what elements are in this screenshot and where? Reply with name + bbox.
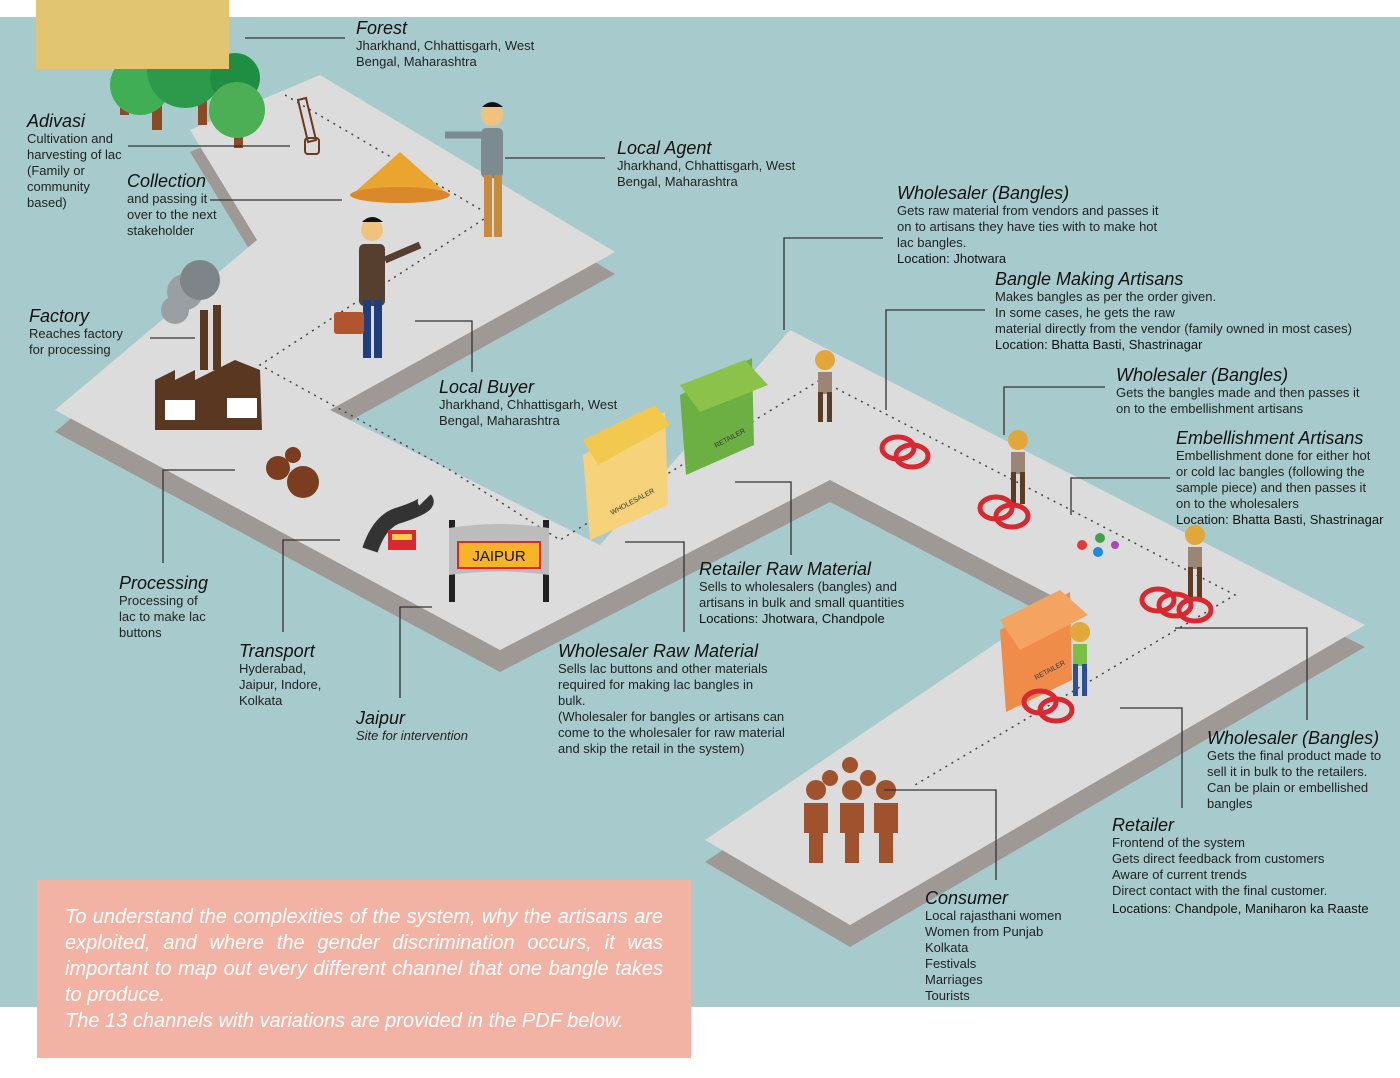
label-desc: Sells to wholesalers (bangles) and artis… [699,579,905,610]
label-title: Local Buyer [439,377,535,397]
label-desc: Gets raw material from vendors and passe… [897,203,1159,250]
bangles-icon [1021,688,1075,724]
saw-icon [296,96,320,155]
label-location: Locations: Jhotwara, Chandpole [699,611,885,626]
label-wholesaler-bangles-1: Wholesaler (Bangles)Gets raw material fr… [897,183,1159,267]
label-desc: Site for intervention [356,728,469,743]
artisan-figure-icon [1008,430,1028,504]
label-desc: Processing of lac to make lac buttons [119,593,206,640]
retailer-stall-2-icon [1000,590,1088,712]
label-title: Wholesaler Raw Material [558,641,759,661]
label-desc: Sells lac buttons and other materials re… [558,661,785,756]
label-title: Adivasi [27,111,86,131]
label-desc: Gets the bangles made and then passes it… [1116,385,1360,416]
bangles-icon [879,434,931,470]
factory-icon [155,260,262,430]
label-title: Processing [119,573,209,593]
bangles-icon [1139,586,1214,624]
label-desc: Jharkhand, Chhattisgarh, West Bengal, Ma… [439,397,618,428]
jaipur-gate-icon [449,520,549,602]
label-location: Location: Bhatta Basti, Shastrinagar [1176,512,1384,527]
consumers-group-icon [804,757,898,863]
label-desc: Gets the final product made to sell it i… [1207,748,1382,811]
label-wholesaler-bangles-2: Wholesaler (Bangles)Gets the bangles mad… [1116,365,1360,417]
label-desc: Local rajasthani women Women from Punjab… [925,908,1062,1003]
label-desc: and passing it over to the next stakehol… [127,191,217,238]
label-title: Retailer [1112,815,1175,835]
label-title: Wholesaler (Bangles) [1116,365,1289,385]
bangles-icon [977,494,1031,530]
note-pdf-text: The 13 channels with variations are prov… [65,1010,624,1032]
explanation-note: To understand the complexities of the sy… [37,880,691,1058]
artisan-figure-icon [815,350,835,422]
local-agent-figure-icon [445,102,503,237]
retailer-stall-icon [680,358,768,475]
label-desc: Jharkhand, Chhattisgarh, West Bengal, Ma… [617,158,796,189]
label-wholesaler-bangles-3: Wholesaler (Bangles)Gets the final produ… [1207,728,1381,812]
leader-lines [128,37,1308,880]
wholesaler-stall-icon [583,405,670,540]
zigzag-path [55,75,1365,925]
label-location: Location: Bhatta Basti, Shastrinagar [995,337,1203,352]
label-title: Jaipur [356,708,406,728]
label-title: Transport [239,641,315,661]
gears-icon [266,447,319,498]
label-title: Retailer Raw Material [699,559,872,579]
label-desc: Reaches factory for processing [29,326,123,357]
jaipur-gate-sign: JAIPUR [472,548,526,565]
local-buyer-figure-icon [334,217,422,358]
label-title: Embellishment Artisans [1176,428,1364,448]
gold-title-box [36,0,229,69]
label-title: Bangle Making Artisans [995,269,1184,289]
label-title: Local Agent [617,138,712,158]
label-desc: Cultivation and harvesting of lac (Famil… [27,131,122,210]
label-desc: Embellishment done for either hot or col… [1176,448,1371,511]
flow-dotted-line [258,94,1237,786]
label-desc: Jharkhand, Chhattisgarh, West Bengal, Ma… [356,38,535,69]
label-desc: Hyderabad, Jaipur, Indore, Kolkata [239,661,322,708]
label-title: Collection [127,171,207,191]
label-title: Forest [356,18,408,38]
label-location: Location: Jhotwara [897,251,1007,266]
label-title: Wholesaler (Bangles) [1207,728,1380,748]
retailer-figure-icon [1070,622,1090,696]
label-title: Factory [29,306,90,326]
transport-truck-icon [362,493,434,553]
artisan-figure-icon [1185,525,1205,599]
note-text: To understand the complexities of the sy… [65,906,663,1006]
label-title: Wholesaler (Bangles) [897,183,1070,203]
label-desc: Frontend of the system Gets direct feedb… [1112,835,1328,898]
embellishment-beads-icon [1077,533,1119,557]
label-title: Consumer [925,888,1009,908]
label-location: Locations: Chandpole, Maniharon ka Raast… [1112,901,1369,916]
lac-pile-icon [350,152,450,203]
label-desc: Makes bangles as per the order given. In… [995,289,1352,336]
